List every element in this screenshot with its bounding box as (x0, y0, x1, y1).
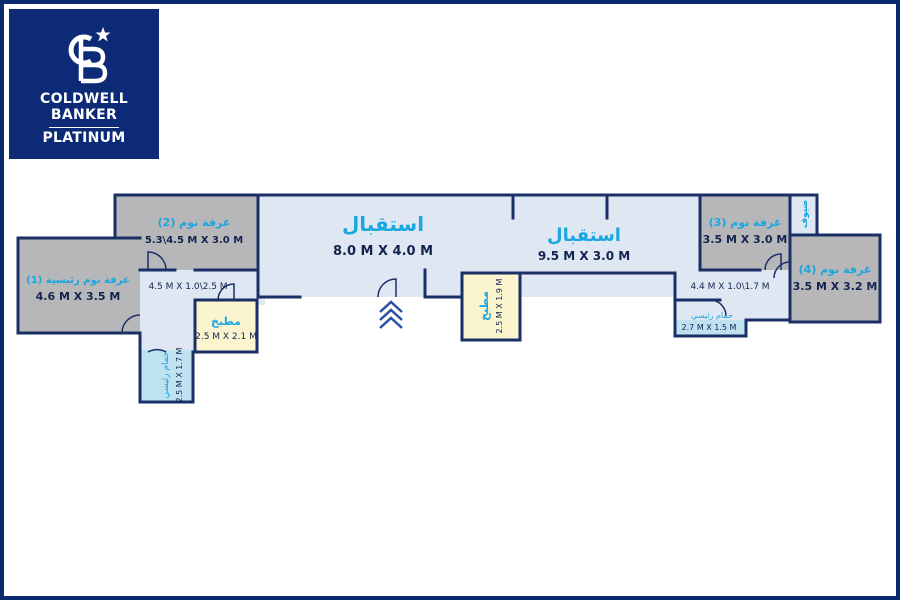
reception-divisions (423, 193, 609, 299)
left-corridor-top (138, 268, 302, 299)
bath-master-dims: 2.5 M X 1.7 M (175, 347, 184, 402)
labels: استقبال 8.0 M X 4.0 M استقبال 9.5 M X 3.… (26, 200, 877, 403)
bedroom-2-dims: 5.3\4.5 M X 3.0 M (145, 235, 243, 246)
door-bedroom-master (121, 314, 141, 334)
door-kitchen-left (217, 283, 235, 301)
door-bath-right (709, 299, 727, 317)
bath-right-name: حمام رئيسي (691, 311, 733, 320)
bedroom-2-walls (113, 193, 260, 272)
coldwell-banker-logo: COLDWELL BANKER PLATINUM (9, 9, 159, 159)
brand-line-coldwell: COLDWELL (40, 91, 128, 107)
bedroom-3-name: غرفة نوم (3) (709, 216, 782, 229)
corridor-right-area (675, 270, 795, 320)
bath-master-name: حمام رئيسي (161, 351, 171, 398)
kitchen-center-dims: 2.5 M X 1.9 M (495, 278, 504, 333)
door-bedroom-4 (773, 261, 791, 279)
bath-master-area (140, 350, 193, 402)
bedroom-master-walls (16, 236, 142, 335)
door-bedroom-2 (147, 251, 167, 271)
brand-divider (49, 127, 119, 128)
left-wing-walls (138, 298, 259, 404)
kitchen-left-dims: 2.5 M X 2.1 M (195, 332, 257, 342)
doors (121, 251, 791, 353)
guest-wc-name: ضيوف (800, 200, 810, 228)
kitchen-left-name: مطبخ (211, 315, 241, 328)
brand-line-banker: BANKER (50, 107, 118, 123)
reception-main-dims: 8.0 M X 4.0 M (333, 244, 433, 259)
room-fills (18, 195, 880, 402)
bedroom-3-area (700, 195, 790, 270)
bedroom-4-walls (788, 193, 882, 324)
bedroom-2-name: غرفة نوم (2) (158, 216, 231, 229)
bedroom-master-area (18, 238, 140, 333)
bedroom-master-dims: 4.6 M X 3.5 M (36, 290, 121, 303)
walls (16, 193, 882, 404)
kitchen-center-walls (460, 271, 522, 342)
brand-line-platinum: PLATINUM (42, 130, 126, 146)
bedroom-4-dims: 3.5 M X 3.2 M (793, 280, 878, 293)
kitchen-center-area (462, 273, 520, 340)
reception-second-name: استقبال (547, 225, 621, 246)
door-main-entrance (377, 278, 397, 298)
door-bedroom-3 (764, 253, 782, 271)
bath-right-dims: 2.7 M X 1.5 M (682, 323, 737, 332)
kitchen-center-name: مطبخ (478, 291, 491, 321)
corridor-left-lower (140, 300, 195, 350)
bath-right-area (676, 320, 746, 336)
bedroom-4-area (790, 235, 880, 322)
kitchen-left-area (195, 300, 257, 352)
bedroom-3-dims: 3.5 M X 3.0 M (703, 233, 788, 246)
reception-second-dims: 9.5 M X 3.0 M (538, 249, 630, 263)
corridor-right-dims: 4.4 M X 1.0\1.7 M (690, 282, 769, 292)
corridor-left-dims: 4.5 M X 1.0\2.5 M (148, 282, 227, 292)
bedroom-4-name: غرفة نوم (4) (799, 263, 872, 276)
door-bath-master (147, 348, 167, 353)
reception-main-name: استقبال (342, 212, 424, 236)
bedroom-master-name: غرفة نوم رئيسية (1) (26, 275, 130, 286)
entrance-chevron-icon (379, 300, 403, 329)
bedroom-3-walls (698, 193, 762, 272)
guest-wc-area (790, 195, 817, 235)
cb-monogram-star-icon (68, 27, 111, 84)
